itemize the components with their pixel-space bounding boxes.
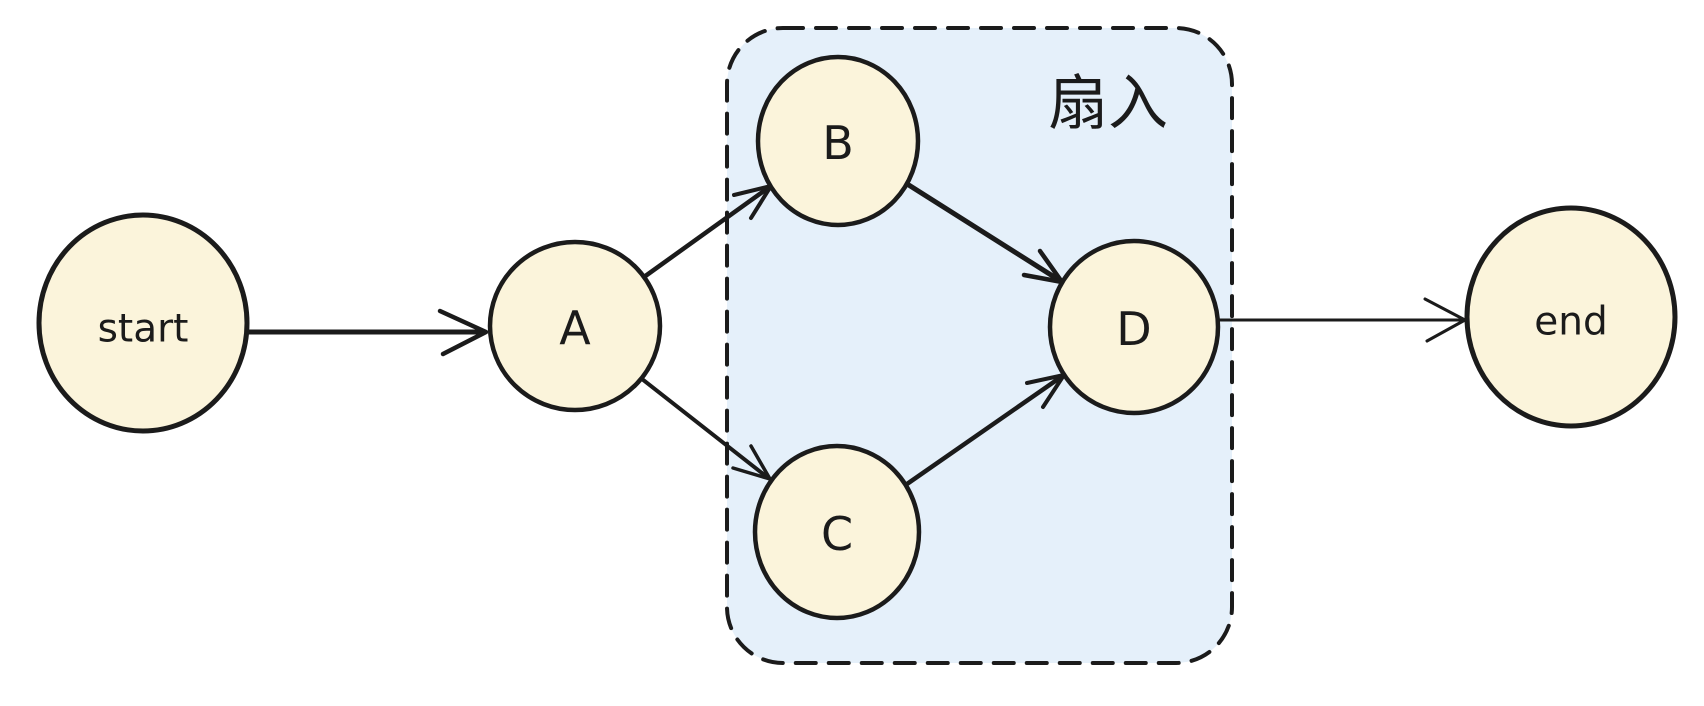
edge-C-D[interactable] xyxy=(904,373,1066,487)
node-start[interactable]: start xyxy=(36,212,250,434)
edge-D-end[interactable] xyxy=(1218,297,1467,343)
node-B[interactable]: B xyxy=(755,54,921,228)
node-start-label: start xyxy=(98,307,189,352)
node-C-label: C xyxy=(821,507,853,561)
node-A[interactable]: A xyxy=(487,239,663,413)
node-B-label: B xyxy=(822,116,854,170)
node-C[interactable]: C xyxy=(752,443,922,621)
edge-A-B[interactable] xyxy=(641,184,773,280)
node-D-label: D xyxy=(1116,302,1151,356)
edge-B-D[interactable] xyxy=(901,179,1065,285)
node-D[interactable]: D xyxy=(1047,238,1221,416)
node-A-label: A xyxy=(559,301,591,355)
edge-start-A[interactable] xyxy=(246,308,489,357)
node-end-label: end xyxy=(1534,300,1607,345)
edge-A-C[interactable] xyxy=(640,377,772,481)
node-end[interactable]: end xyxy=(1464,205,1678,429)
fan-in-group-label: 扇入 xyxy=(1048,69,1168,139)
